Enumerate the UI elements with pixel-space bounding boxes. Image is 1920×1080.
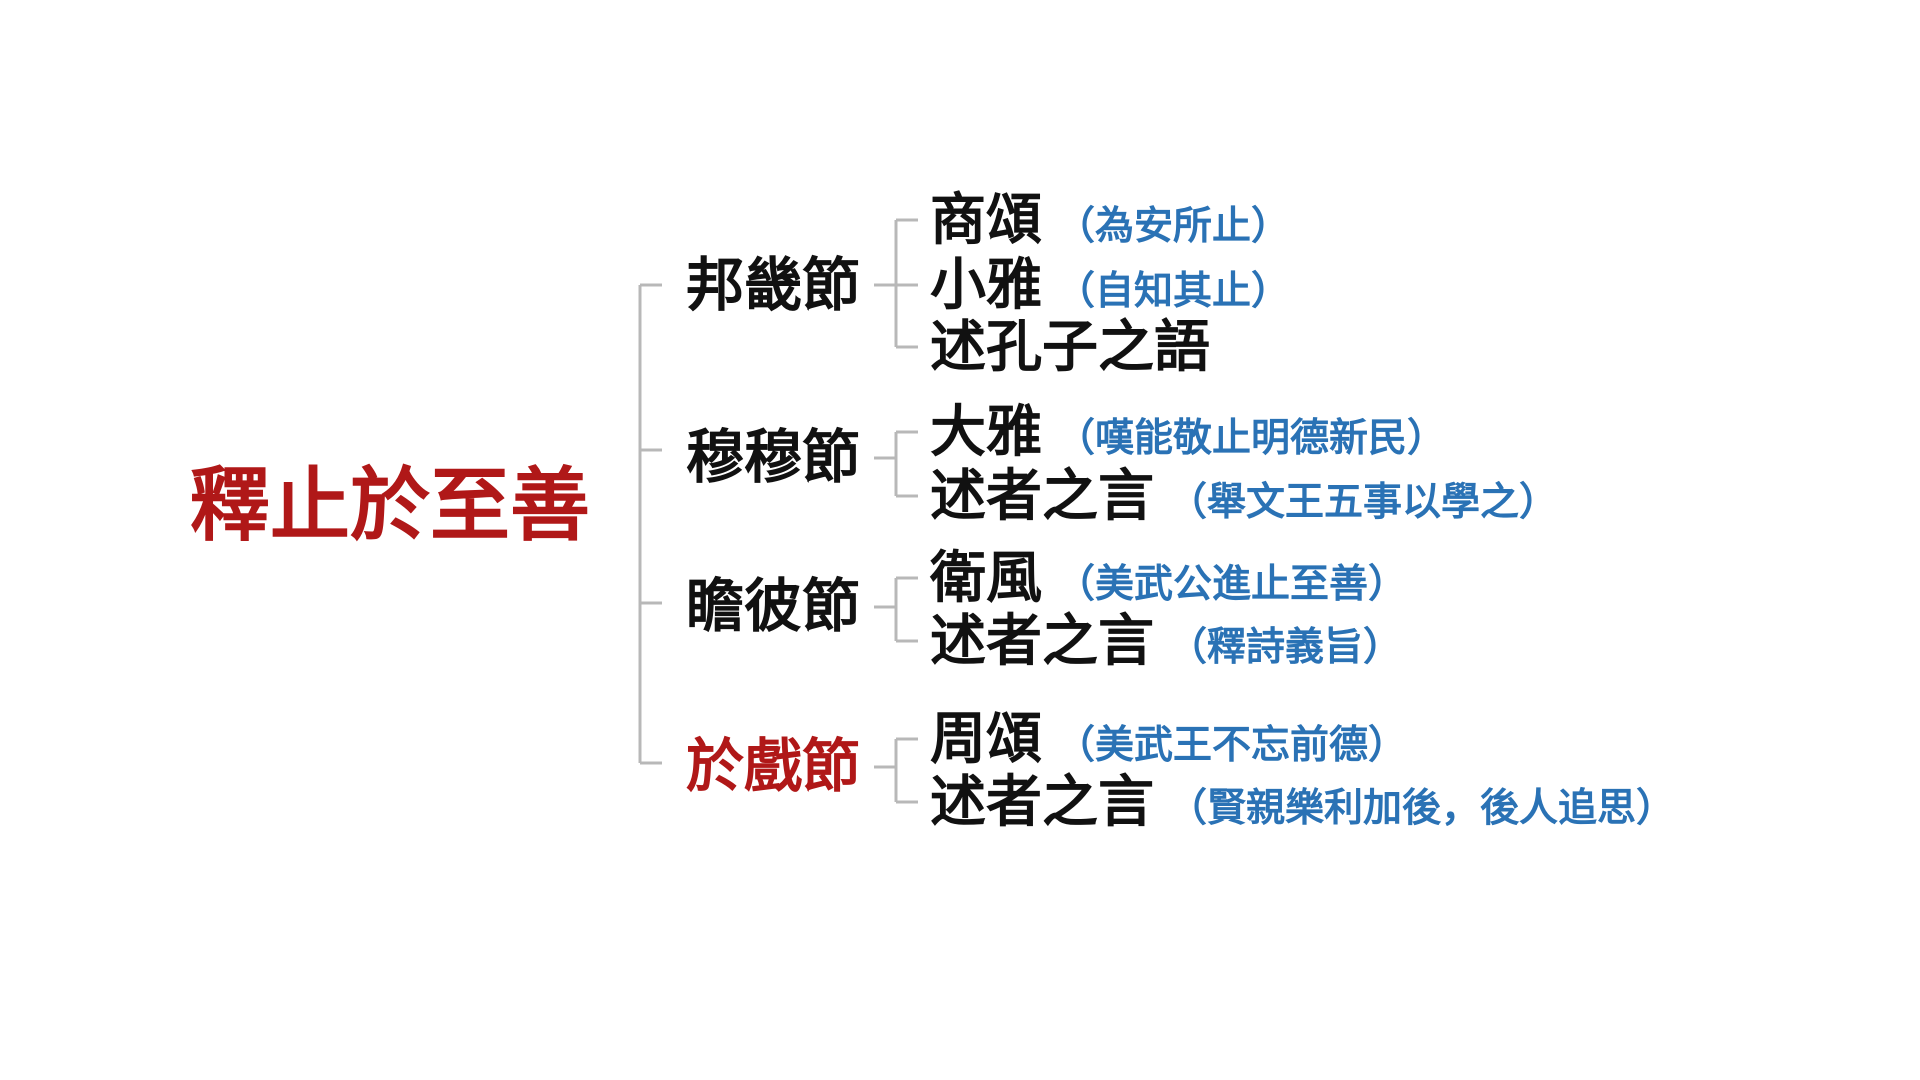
item-label: 小雅 [930, 252, 1042, 318]
item-note: （美武王不忘前德） [1056, 722, 1408, 768]
item-shangsong: 商頌 （為安所止） [930, 188, 1290, 252]
item-note: （賢親樂利加後，後人追思） [1168, 785, 1676, 831]
item-note: （為安所止） [1056, 203, 1291, 249]
item-note: （自知其止） [1056, 268, 1291, 314]
section-title-zhanbi: 瞻彼節 [686, 572, 861, 640]
item-label: 述孔子之語 [930, 314, 1210, 380]
item-note: （嘆能敬止明德新民） [1056, 415, 1447, 461]
item-daya: 大雅 （嘆能敬止明德新民） [930, 400, 1446, 464]
item-label: 商頌 [930, 187, 1042, 253]
item-label: 述者之言 [930, 608, 1154, 674]
item-label: 述者之言 [930, 769, 1154, 835]
item-note: （舉文王五事以學之） [1168, 479, 1559, 525]
item-label: 述者之言 [930, 463, 1154, 529]
item-kongzi: 述孔子之語 [930, 315, 1224, 379]
item-note: （釋詩義旨） [1168, 624, 1403, 670]
item-note: （美武公進止至善） [1056, 561, 1408, 607]
item-label: 大雅 [930, 399, 1042, 465]
item-label: 周頌 [930, 706, 1042, 772]
item-shuzhe-2: 述者之言 （釋詩義旨） [930, 609, 1402, 673]
item-shuzhe-3: 述者之言 （賢親樂利加後，後人追思） [930, 770, 1675, 834]
item-zhousong: 周頌 （美武王不忘前德） [930, 707, 1407, 771]
section-title-wuxi: 於戲節 [686, 732, 861, 800]
item-shuzhe-1: 述者之言 （舉文王五事以學之） [930, 464, 1558, 528]
item-xiaoya: 小雅 （自知其止） [930, 253, 1290, 317]
section-title-mumu: 穆穆節 [686, 423, 861, 491]
item-label: 衛風 [930, 545, 1042, 611]
item-weifeng: 衛風 （美武公進止至善） [930, 546, 1407, 610]
root-title: 釋止於至善 [190, 458, 590, 552]
section-title-bangji: 邦畿節 [686, 251, 861, 319]
